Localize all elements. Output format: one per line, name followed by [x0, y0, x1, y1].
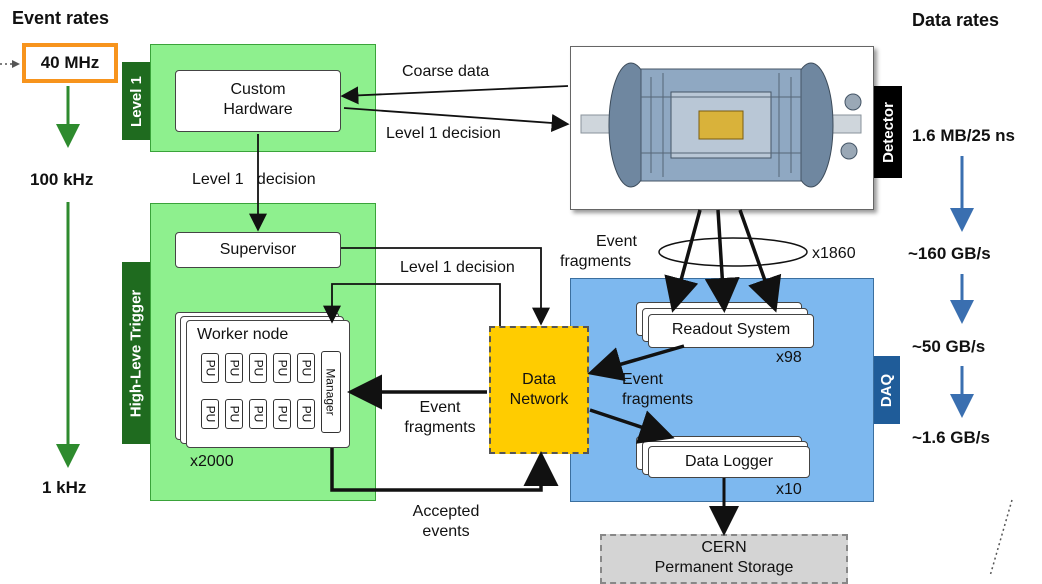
dotted-line-bottom-right	[989, 499, 1013, 576]
l1-decision-label-down: Level 1 decision	[192, 171, 316, 188]
readout-count: x98	[776, 349, 802, 366]
incoming-dotted-arrow	[0, 60, 20, 68]
data-rate-4: ~1.6 GB/s	[912, 428, 990, 447]
pu-unit: PU	[201, 399, 219, 429]
detector-to-readout-arrow-1	[664, 209, 702, 313]
network-to-logger-arrow	[589, 408, 675, 444]
readout-to-network-arrow	[587, 344, 685, 382]
event-rates-header: Event rates	[12, 8, 110, 28]
l1-decision-to-detector-arrow	[343, 107, 570, 132]
pu-unit: PU	[201, 353, 219, 383]
pu-unit: PU	[273, 353, 291, 383]
daq-tab: DAQ	[874, 356, 900, 424]
pu-unit: PU	[273, 399, 291, 429]
coarse-data-label: Coarse data	[402, 63, 490, 80]
supervisor-box: Supervisor	[175, 232, 341, 268]
detector-to-readout-arrow-2	[704, 209, 740, 313]
l1-decision-label-mid: Level 1 decision	[400, 259, 515, 276]
pu-unit: PU	[249, 353, 267, 383]
pu-unit: PU	[225, 399, 243, 429]
event-fragments-hlt: Event fragments	[404, 399, 476, 436]
fragments-ellipse	[658, 237, 808, 267]
coarse-data-arrow	[340, 85, 569, 105]
level1-tab: Level 1	[122, 62, 150, 140]
custom-hardware-box: Custom Hardware	[175, 70, 341, 132]
worker-node-label: Worker node	[197, 326, 289, 343]
accepted-events-arrow	[330, 448, 559, 492]
data-logger-box: Data Logger	[648, 446, 810, 478]
manager-unit: Manager	[321, 351, 341, 433]
accepted-events-label: Accepted events	[412, 503, 480, 540]
supervisor-to-network-arrow	[341, 247, 550, 326]
rate-1khz: 1 kHz	[42, 478, 87, 497]
detector-to-readout-arrow-3	[738, 209, 782, 313]
hlt-tab: High-Leve Trigger	[122, 262, 150, 444]
logger-count: x10	[776, 481, 802, 498]
detector-tab: Detector	[874, 86, 902, 178]
network-to-worker-thin-arrow	[323, 283, 501, 326]
pu-unit: PU	[297, 353, 315, 383]
pu-unit: PU	[297, 399, 315, 429]
data-rate-2: ~160 GB/s	[908, 244, 991, 263]
pu-unit: PU	[225, 353, 243, 383]
detector-box	[570, 46, 874, 210]
worker-node-box: Worker node PU PU PU PU PU PU PU PU PU P…	[186, 320, 350, 448]
l1-decision-label-right: Level 1 decision	[386, 125, 501, 142]
rate-100khz: 100 kHz	[30, 170, 94, 189]
detector-image	[580, 62, 862, 188]
hlt-count: x2000	[190, 453, 234, 470]
readout-system-box: Readout System	[648, 314, 814, 348]
rate-40mhz: 40 MHz	[40, 53, 100, 72]
rate-highlight-box: 40 MHz	[22, 43, 118, 83]
x1860-label: x1860	[812, 245, 856, 262]
data-rate-3: ~50 GB/s	[912, 337, 986, 356]
event-fragments-top: Event fragments	[560, 233, 637, 270]
data-rate-1: 1.6 MB/25 ns	[912, 126, 1015, 145]
event-fragments-daq: Event fragments	[622, 371, 694, 408]
data-rates-header: Data rates	[912, 10, 1000, 30]
pu-unit: PU	[249, 399, 267, 429]
